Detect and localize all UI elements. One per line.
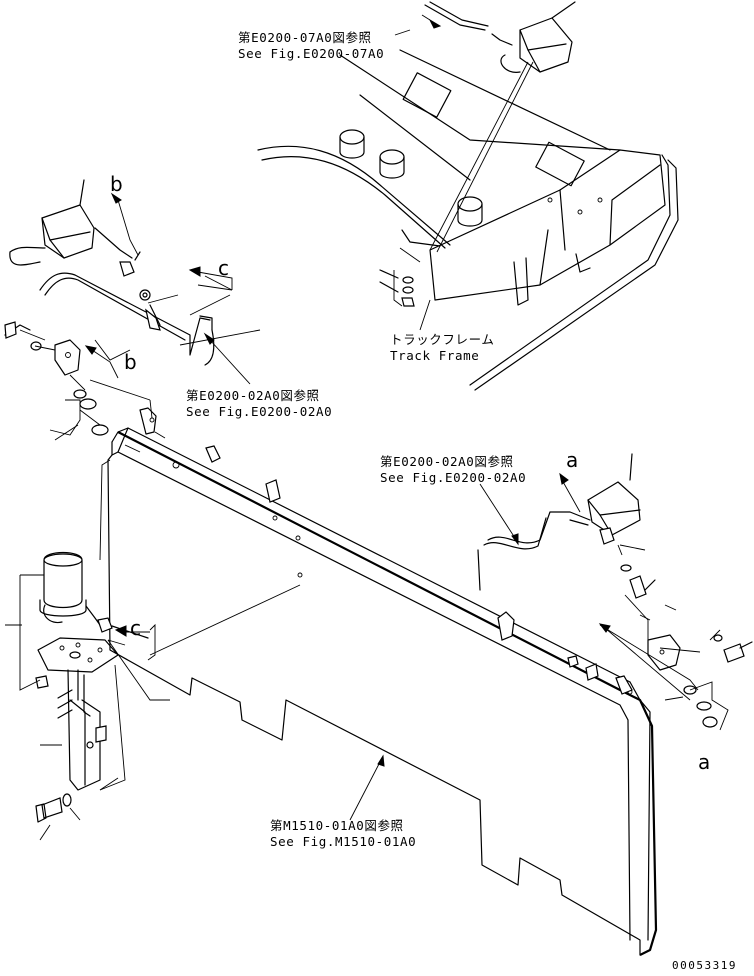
work-lamp-top [379, 1, 576, 307]
callout-b-mid: b [124, 350, 137, 374]
leader-lines [84, 14, 691, 821]
ref-m1510-01a0-en: See Fig.M1510-01A0 [270, 834, 417, 849]
ref-m1510-01a0-jp: 第M1510-01A0図参照 [270, 818, 404, 833]
track-frame-en: Track Frame [390, 348, 480, 363]
counterweight [107, 399, 658, 956]
callout-c-left: c [130, 616, 141, 640]
track-frame-jp: トラックフレーム [390, 332, 495, 347]
ref-e0200-02a0-upper-en: See Fig.E0200-02A0 [186, 404, 333, 419]
beacon-assembly [5, 459, 301, 841]
callout-a-top: a [566, 448, 579, 472]
work-lamp-right [477, 453, 753, 731]
callout-a-bottom: a [698, 750, 711, 774]
drawing-number: 00053319 [672, 959, 737, 972]
ref-e0200-02a0-upper-jp: 第E0200-02A0図参照 [186, 388, 320, 403]
work-lamp-left [4, 179, 261, 441]
ref-e0200-07a0-jp: 第E0200-07A0図参照 [238, 30, 372, 45]
callout-b-top: b [110, 172, 123, 196]
track-frame [257, 49, 679, 391]
ref-e0200-07a0-en: See Fig.E0200-07A0 [238, 46, 385, 61]
ref-e0200-02a0-right-jp: 第E0200-02A0図参照 [380, 454, 514, 469]
callout-c-top: c [218, 256, 229, 280]
ref-e0200-02a0-right-en: See Fig.E0200-02A0 [380, 470, 527, 485]
